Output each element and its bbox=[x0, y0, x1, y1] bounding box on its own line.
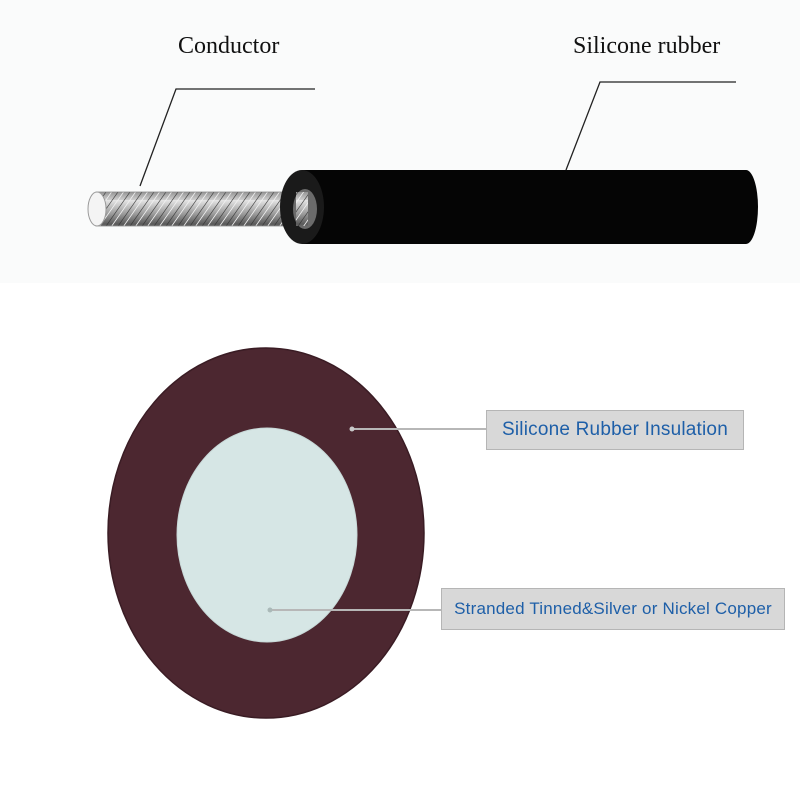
jacket-body bbox=[302, 170, 758, 244]
conductor-leader-line bbox=[139, 88, 315, 187]
jacket-leader-line bbox=[565, 81, 736, 171]
core-leader-dot bbox=[267, 607, 273, 613]
exposed-conductor bbox=[87, 191, 309, 227]
stranded-conductor-label: Stranded Tinned&Silver or Nickel Copper bbox=[441, 588, 785, 630]
conductor-entry bbox=[296, 192, 308, 226]
conductor-label: Conductor bbox=[178, 33, 279, 59]
silicone-rubber-label: Silicone rubber bbox=[573, 33, 720, 59]
insulation-leader-dot bbox=[349, 426, 355, 432]
conductor-end-face bbox=[87, 191, 107, 227]
cross-section bbox=[107, 347, 486, 719]
conductor-core bbox=[176, 427, 358, 643]
insulation-label: Silicone Rubber Insulation bbox=[486, 410, 744, 450]
rubber-jacket bbox=[280, 170, 758, 244]
